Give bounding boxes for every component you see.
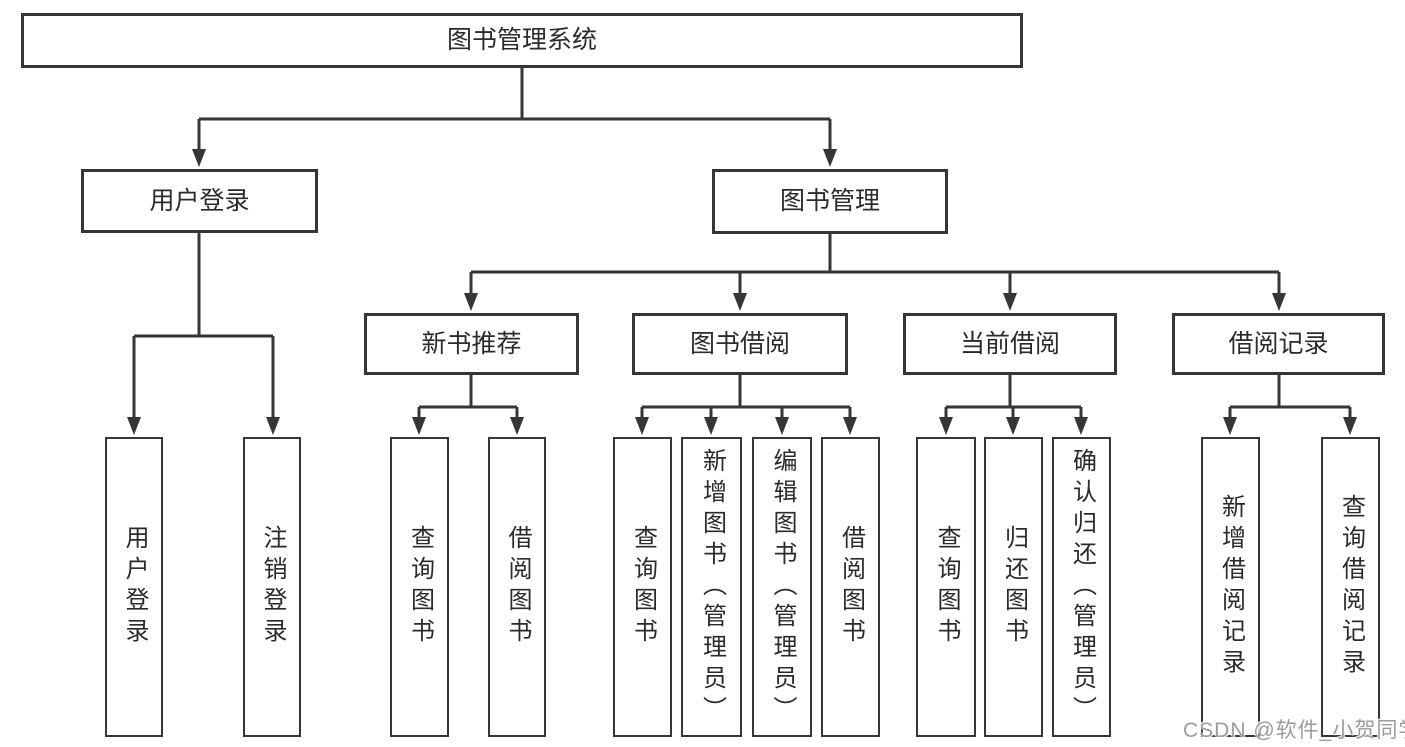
leaf-add-books-admin: 新增图书（管理员） (681, 437, 742, 737)
node-library-management-system: 图书管理系统 (21, 13, 1023, 68)
leaf-borrow-books-recommend: 借阅图书 (488, 437, 546, 737)
leaf-borrow-books: 借阅图书 (821, 437, 880, 737)
node-user-login: 用户登录 (81, 169, 318, 233)
node-borrow-records: 借阅记录 (1172, 313, 1385, 375)
node-book-borrow: 图书借阅 (632, 313, 848, 375)
leaf-user-login: 用户登录 (105, 437, 163, 737)
leaf-query-books-borrow: 查询图书 (613, 437, 672, 737)
leaf-return-books: 归还图书 (984, 437, 1043, 737)
node-new-book-recommend: 新书推荐 (364, 313, 579, 375)
leaf-query-books-current: 查询图书 (916, 437, 976, 737)
leaf-query-borrow-record: 查询借阅记录 (1321, 437, 1380, 737)
leaf-add-borrow-record: 新增借阅记录 (1201, 437, 1260, 737)
csdn-watermark: CSDN @软件_小贺同学 (1183, 719, 1405, 742)
node-book-management: 图书管理 (712, 169, 948, 234)
node-current-borrow: 当前借阅 (903, 313, 1117, 375)
leaf-logout: 注销登录 (243, 437, 301, 737)
arrowheads (127, 149, 1357, 435)
leaf-confirm-return-admin: 确认归还（管理员） (1052, 437, 1111, 737)
leaf-edit-books-admin: 编辑图书（管理员） (752, 437, 812, 737)
leaf-query-books-recommend: 查询图书 (390, 437, 449, 737)
